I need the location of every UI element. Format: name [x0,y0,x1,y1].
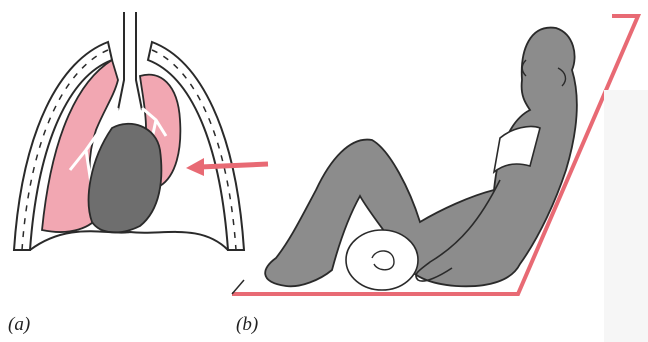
label-b: (b) [236,314,258,336]
reclining-figure [232,16,638,294]
knee-pillow [346,230,418,290]
trachea [118,12,142,110]
right-edge-shade [604,90,648,342]
chest-diagram [14,12,268,250]
label-a: (a) [8,314,30,336]
diaphragm [30,231,228,250]
heart [89,124,162,233]
